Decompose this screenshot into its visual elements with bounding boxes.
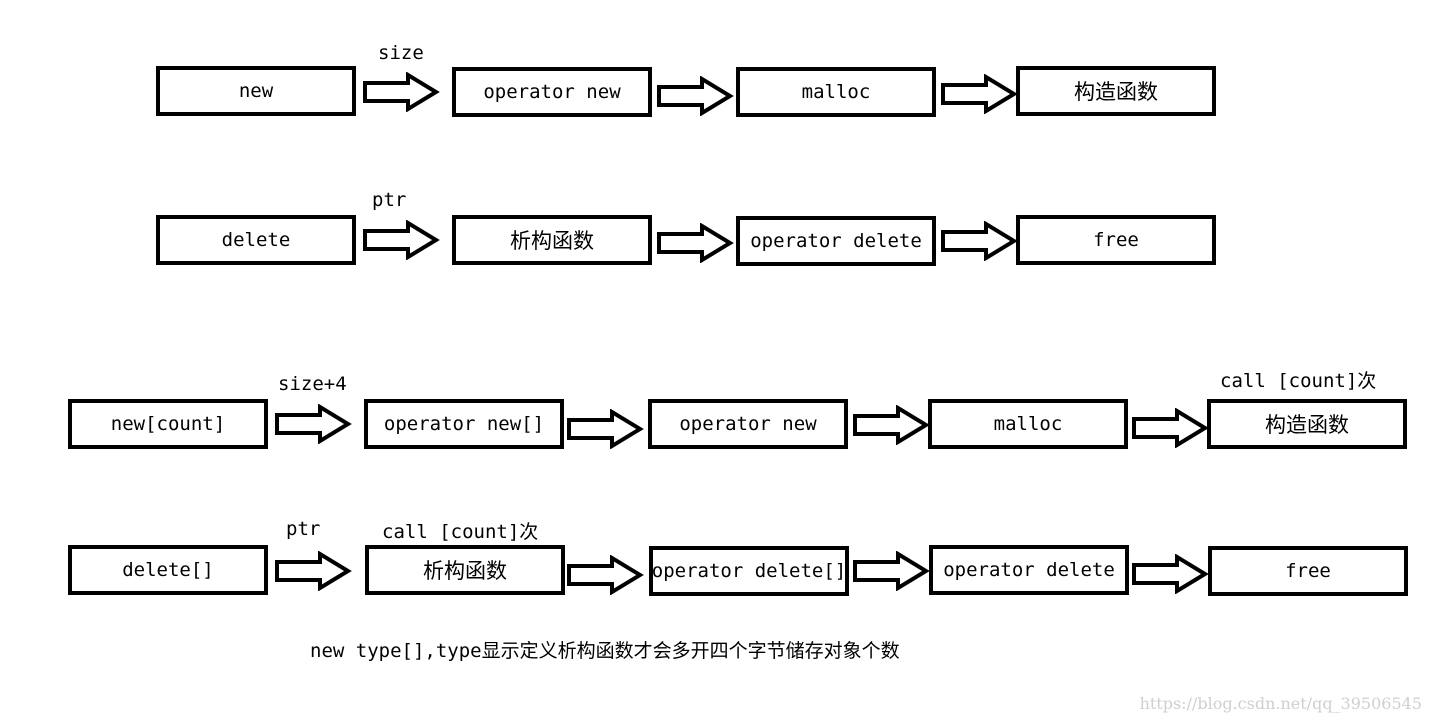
arrow-right-icon xyxy=(362,72,440,112)
label-call-count: call [count]次 xyxy=(1220,370,1377,392)
arrow-right-icon xyxy=(1131,554,1209,594)
arrow-right-icon xyxy=(274,551,352,591)
box-operator-new: operator new xyxy=(452,67,652,117)
label-ptr: ptr xyxy=(372,189,407,211)
arrow-right-icon xyxy=(852,551,930,591)
box-free: free xyxy=(1016,215,1216,265)
box-new-array: new[count] xyxy=(68,399,268,449)
label-call-count: call [count]次 xyxy=(382,521,539,543)
label-size-plus-4: size+4 xyxy=(278,373,347,395)
box-delete-array: delete[] xyxy=(68,545,268,595)
box-constructor: 构造函数 xyxy=(1016,66,1216,116)
arrow-right-icon xyxy=(1131,408,1209,448)
arrow-right-icon xyxy=(656,76,734,116)
box-new: new xyxy=(156,66,356,116)
arrow-right-icon xyxy=(274,404,352,444)
box-operator-new-array: operator new[] xyxy=(364,399,564,449)
watermark: https://blog.csdn.net/qq_39506545 xyxy=(1139,694,1422,713)
arrow-right-icon xyxy=(362,220,440,260)
arrow-right-icon xyxy=(566,555,644,595)
box-free: free xyxy=(1208,546,1408,596)
arrow-right-icon xyxy=(940,221,1018,261)
box-malloc: malloc xyxy=(736,67,936,117)
box-destructor: 析构函数 xyxy=(365,545,565,595)
box-delete: delete xyxy=(156,215,356,265)
label-ptr: ptr xyxy=(286,518,321,540)
box-operator-new: operator new xyxy=(648,399,848,449)
label-size: size xyxy=(378,42,424,64)
box-constructor: 构造函数 xyxy=(1207,399,1407,449)
box-operator-delete: operator delete xyxy=(736,216,936,266)
footnote: new type[],type显示定义析构函数才会多开四个字节储存对象个数 xyxy=(310,640,900,662)
box-operator-delete-array: operator delete[] xyxy=(649,546,849,596)
arrow-right-icon xyxy=(656,223,734,263)
arrow-right-icon xyxy=(852,405,930,445)
box-destructor: 析构函数 xyxy=(452,215,652,265)
box-operator-delete: operator delete xyxy=(929,545,1129,595)
arrow-right-icon xyxy=(940,74,1018,114)
arrow-right-icon xyxy=(566,409,644,449)
box-malloc: malloc xyxy=(928,399,1128,449)
